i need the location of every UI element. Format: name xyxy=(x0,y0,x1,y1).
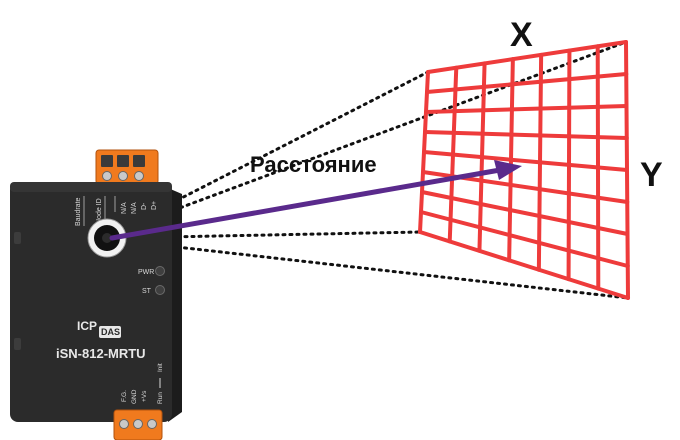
distance-label: Расстояние xyxy=(250,152,377,177)
axis-y-label: Y xyxy=(640,156,663,194)
device-body xyxy=(10,182,172,422)
grid-horizontal-line xyxy=(422,150,629,172)
pin-label-vs: +Vs xyxy=(141,390,148,402)
icp-das-logo: ICP DAS xyxy=(77,319,121,338)
grid-horizontal-line xyxy=(420,190,630,236)
sensor-lens xyxy=(87,218,127,258)
grid-horizontal-line xyxy=(419,210,630,268)
pin-label-d-plus: D+ xyxy=(151,201,158,210)
pin-label-d-minus: D- xyxy=(141,202,148,210)
axis-x-label: X xyxy=(510,16,533,54)
status-leds: PWR ST xyxy=(138,266,165,295)
mode-label-init: Init xyxy=(157,363,164,372)
brand-line-1: ICP xyxy=(77,319,97,333)
top-pin-labels: Baudrate Node ID N/A N/A D- D+ xyxy=(75,196,158,226)
bottom-terminal-block xyxy=(113,409,163,440)
bottom-pin-labels: F.G. GND +Vs Run Init xyxy=(121,363,164,404)
pin-label-gnd: GND xyxy=(131,389,138,404)
distance-arrow xyxy=(109,160,522,241)
grid-horizontal-line xyxy=(424,104,629,114)
pin-label-na-1: N/A xyxy=(121,202,128,214)
device-model-name: iSN-812-MRTU xyxy=(56,346,146,361)
grid-horizontal-line xyxy=(426,40,628,74)
isn-812-mrtu-device: Baudrate Node ID N/A N/A D- D+ PWR ST IC… xyxy=(10,149,182,440)
pin-label-fg: F.G. xyxy=(121,390,128,402)
pwr-led xyxy=(155,266,165,276)
pin-label-node-id: Node ID xyxy=(96,198,103,224)
brand-line-2: DAS xyxy=(101,327,120,337)
pwr-led-label: PWR xyxy=(138,269,154,276)
pin-label-baudrate: Baudrate xyxy=(75,197,82,226)
mode-label-run: Run xyxy=(157,392,164,404)
grid-horizontal-line xyxy=(423,130,629,140)
st-led xyxy=(155,285,165,295)
grid-horizontal-line xyxy=(425,72,629,94)
fov-line-bottom-right xyxy=(113,238,630,300)
pin-label-na-2: N/A xyxy=(131,202,138,214)
st-led-label: ST xyxy=(142,288,152,295)
top-terminal-block xyxy=(95,149,159,185)
detection-grid xyxy=(418,40,630,300)
grid-horizontal-line xyxy=(418,230,630,300)
